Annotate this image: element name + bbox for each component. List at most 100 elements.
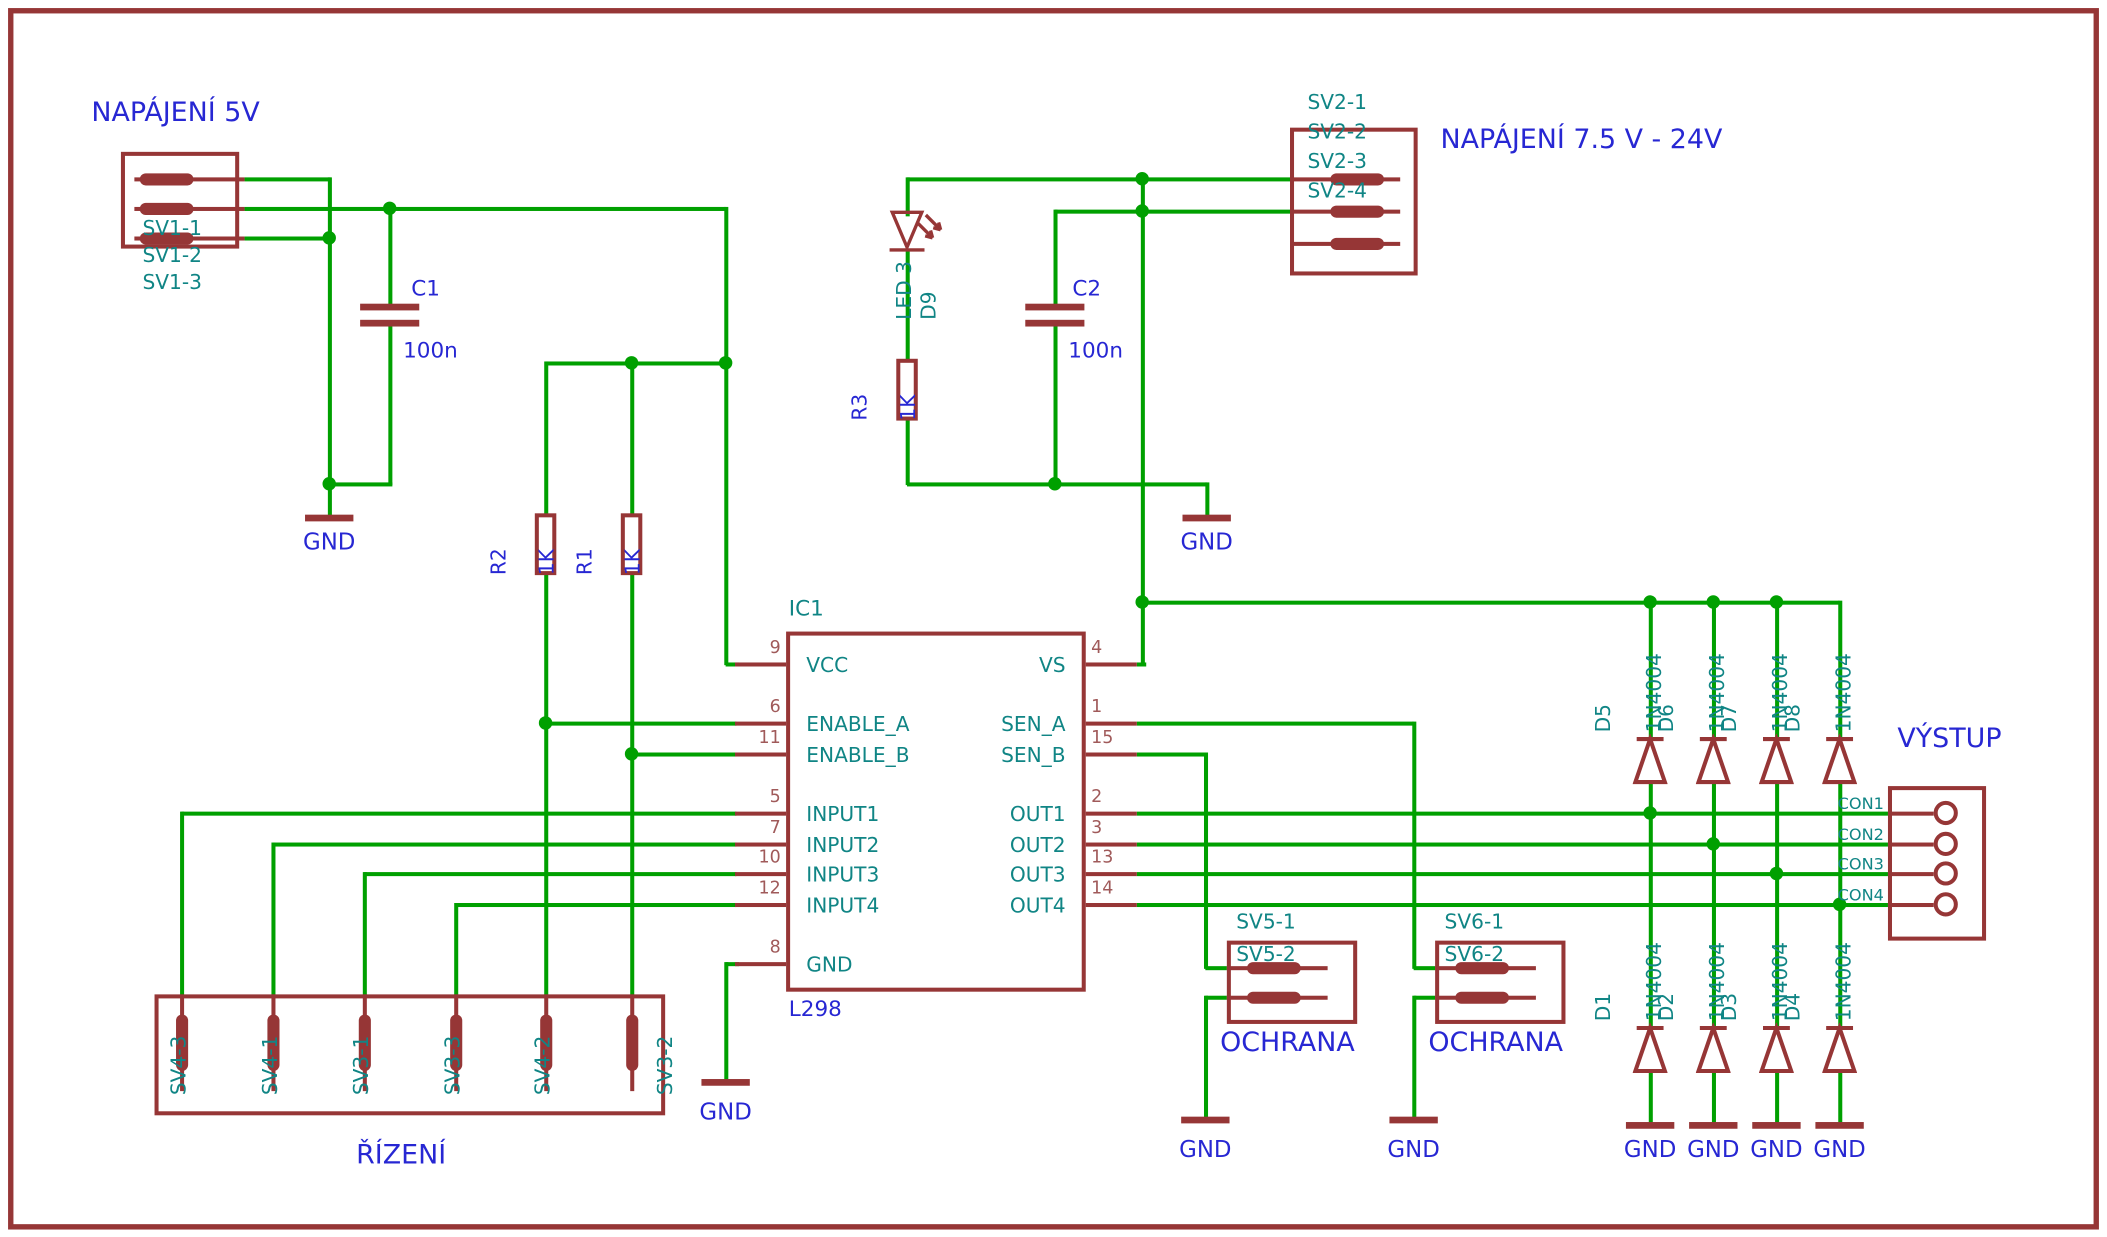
resistor-symbol <box>620 513 643 576</box>
gnd-symbol <box>701 1079 750 1086</box>
schematic-frame <box>8 8 2099 1230</box>
ic-pin-number: 4 <box>1091 638 1103 659</box>
junction-dot <box>322 477 336 491</box>
pin-pad <box>1455 991 1510 1004</box>
ic-pin-name: ENABLE_B <box>806 743 910 768</box>
vystup-title: VÝSTUP <box>1897 721 2002 754</box>
ic-pin-stub <box>1085 903 1137 908</box>
pin-pad <box>267 1014 280 1071</box>
wire-segment <box>907 177 1290 182</box>
pin-label: SV2-2 <box>1307 119 1367 144</box>
gnd-symbol <box>305 514 354 522</box>
pin-pad <box>540 1014 553 1071</box>
ic-pin-stub <box>735 962 787 967</box>
ochrana2-title: OCHRANA <box>1428 1025 1563 1058</box>
ic-pin-number: 3 <box>1091 818 1103 839</box>
pin-pad <box>1330 205 1385 218</box>
diode-name: D1 <box>1591 992 1616 1022</box>
wire-segment <box>905 419 910 486</box>
ic-value: L298 <box>788 995 842 1022</box>
ic-pin-name: VS <box>1038 653 1066 678</box>
pin-label: SV1-3 <box>142 270 202 295</box>
pin-pad <box>358 1014 371 1071</box>
wire-segment <box>1142 600 1840 605</box>
wire-segment <box>1648 600 1653 741</box>
wire-segment <box>905 177 910 217</box>
connector-vystup-box <box>1887 786 1987 941</box>
wire-segment <box>1053 325 1058 486</box>
power5-title: NAPÁJENÍ 5V <box>91 95 260 128</box>
wire-segment <box>1136 903 1888 908</box>
pin-pad <box>450 1014 463 1071</box>
diode-symbol <box>1632 1021 1668 1077</box>
ic-pin-stub <box>735 662 787 667</box>
pin-label: CON1 <box>1837 794 1884 813</box>
junction-dot <box>1135 204 1149 218</box>
pin-pad <box>1247 991 1301 1004</box>
capacitor-plate <box>360 303 420 311</box>
pin-label: SV3-1 <box>349 1035 374 1096</box>
junction-dot <box>322 231 336 245</box>
led-value: LED 3 <box>892 261 917 320</box>
wire-segment <box>1053 209 1058 306</box>
ic-pin-stub <box>735 903 787 908</box>
diode-value: 1N4004 <box>1831 653 1856 733</box>
pin-label: CON2 <box>1837 825 1884 844</box>
wire-segment <box>544 573 549 996</box>
gnd-symbol <box>1815 1122 1864 1129</box>
wire-segment <box>1711 780 1716 847</box>
pin-label: SV3-2 <box>653 1035 678 1096</box>
ic-pin-stub <box>735 811 787 816</box>
resistor-value: 1K <box>896 394 921 421</box>
wire-segment <box>1413 966 1436 971</box>
pin-pad <box>176 1014 189 1071</box>
ic-pin-stub <box>1085 842 1137 847</box>
wire-segment <box>1136 811 1888 816</box>
ic-pin-name: INPUT4 <box>806 893 880 918</box>
gnd-symbol <box>1182 514 1231 522</box>
pin-pad <box>626 1014 639 1071</box>
ic-pin-stub <box>1085 721 1137 726</box>
wire-segment <box>905 251 910 361</box>
wire-segment <box>1648 1069 1653 1127</box>
ic-pin-name: OUT3 <box>1009 862 1066 887</box>
pin-label: SV4-1 <box>258 1035 283 1096</box>
ic-pin-name: SEN_A <box>1001 712 1066 737</box>
wire-segment <box>1136 872 1888 877</box>
diode-symbol <box>1821 1021 1858 1077</box>
gnd-label: GND <box>1180 529 1233 557</box>
wire-segment <box>455 903 737 908</box>
ic-pin-stub <box>1085 872 1137 877</box>
capacitor-name: C1 <box>411 275 440 301</box>
wire-segment <box>724 206 729 666</box>
pin-label: SV5-2 <box>1236 941 1296 967</box>
ic-box <box>786 631 1086 992</box>
gnd-label: GND <box>1387 1136 1440 1164</box>
ic-pin-stub <box>1085 752 1137 757</box>
pin-label: SV2-3 <box>1307 149 1367 174</box>
wire-segment <box>327 177 332 516</box>
wire-segment <box>180 811 185 996</box>
ic-pin-stub <box>735 721 787 726</box>
wire-segment <box>1775 1069 1780 1127</box>
pin-label: SV1-2 <box>142 243 202 268</box>
resistor-symbol <box>896 358 918 421</box>
wire-segment <box>1838 903 1843 1030</box>
connector-rizeni-box <box>154 994 666 1116</box>
pin-pad <box>1933 831 1958 856</box>
wire-segment <box>1648 811 1653 1030</box>
diode-name: D5 <box>1591 703 1616 733</box>
pin-label: SV1-1 <box>142 216 202 241</box>
pin-lead <box>1887 842 1934 847</box>
wire-segment <box>1205 995 1227 1000</box>
connector-sv1-box <box>120 151 240 249</box>
wire-segment <box>630 573 635 996</box>
junction-dot <box>1832 897 1847 912</box>
junction-dot <box>538 716 553 730</box>
wire-segment <box>725 962 740 967</box>
wire-segment <box>1054 209 1290 214</box>
junction-dot <box>1706 595 1720 609</box>
ic-pin-number: 2 <box>1091 787 1103 808</box>
ic-pin-stub <box>735 842 787 847</box>
